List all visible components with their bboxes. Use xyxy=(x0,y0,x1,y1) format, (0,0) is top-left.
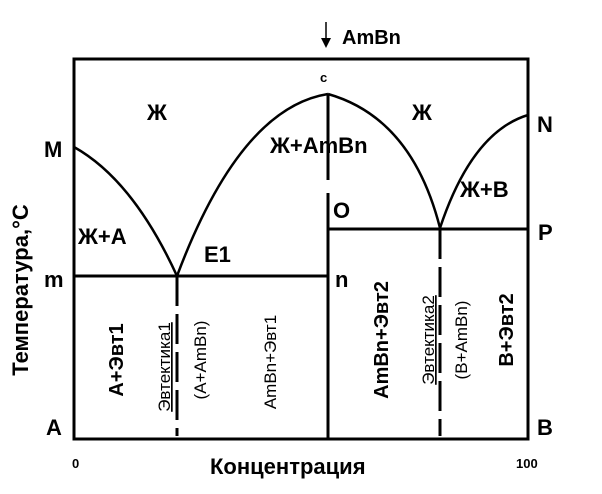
point-b-label: B xyxy=(537,415,553,440)
compound-marker-label: AmBn xyxy=(342,27,401,49)
compound-arrow-icon xyxy=(321,38,331,48)
region-eutectic2-composition: (B+AmBn) xyxy=(452,301,471,380)
x-axis-min: 0 xyxy=(72,456,79,471)
region-b-plus-eut2: B+Эвт2 xyxy=(496,293,518,366)
x-axis-label: Концентрация xyxy=(210,454,366,479)
liquidus-curve-e1-c xyxy=(175,92,329,277)
region-a-plus-eut1: A+Эвт1 xyxy=(106,323,128,396)
region-compound-plus-eut1: AmBn+Эвт1 xyxy=(261,315,280,409)
point-a-label: A xyxy=(46,415,62,440)
liquidus-curve-c-e2 xyxy=(327,92,442,229)
point-n-upper-label: N xyxy=(537,112,553,137)
region-eutectic1: Эвтектика1 xyxy=(155,322,174,412)
region-liquid-right: Ж xyxy=(411,100,432,125)
point-o-label: O xyxy=(333,198,350,223)
x-axis-max: 100 xyxy=(516,456,538,471)
point-c-label: c xyxy=(320,70,327,85)
y-axis-label: Температура,°С xyxy=(8,204,33,376)
liquidus-curve-m-e1 xyxy=(73,145,179,277)
point-m-lower-label: m xyxy=(44,267,64,292)
region-eutectic1-composition: (A+AmBn) xyxy=(191,321,210,400)
region-liquid-plus-b: Ж+B xyxy=(459,177,509,202)
diagram-frame xyxy=(72,57,530,441)
point-n-lower-label: n xyxy=(335,267,348,292)
point-p-label: P xyxy=(538,220,553,245)
region-liquid-plus-a: Ж+A xyxy=(77,224,127,249)
region-liquid-plus-compound: Ж+AmBn xyxy=(269,133,368,158)
region-liquid-left: Ж xyxy=(146,100,167,125)
liquidus-curve-e2-n xyxy=(438,113,529,229)
region-compound-plus-eut2: AmBn+Эвт2 xyxy=(371,281,393,399)
point-e1-label: E1 xyxy=(204,242,231,267)
point-m-upper-label: M xyxy=(44,137,62,162)
region-eutectic2: Эвтектика2 xyxy=(419,295,438,385)
